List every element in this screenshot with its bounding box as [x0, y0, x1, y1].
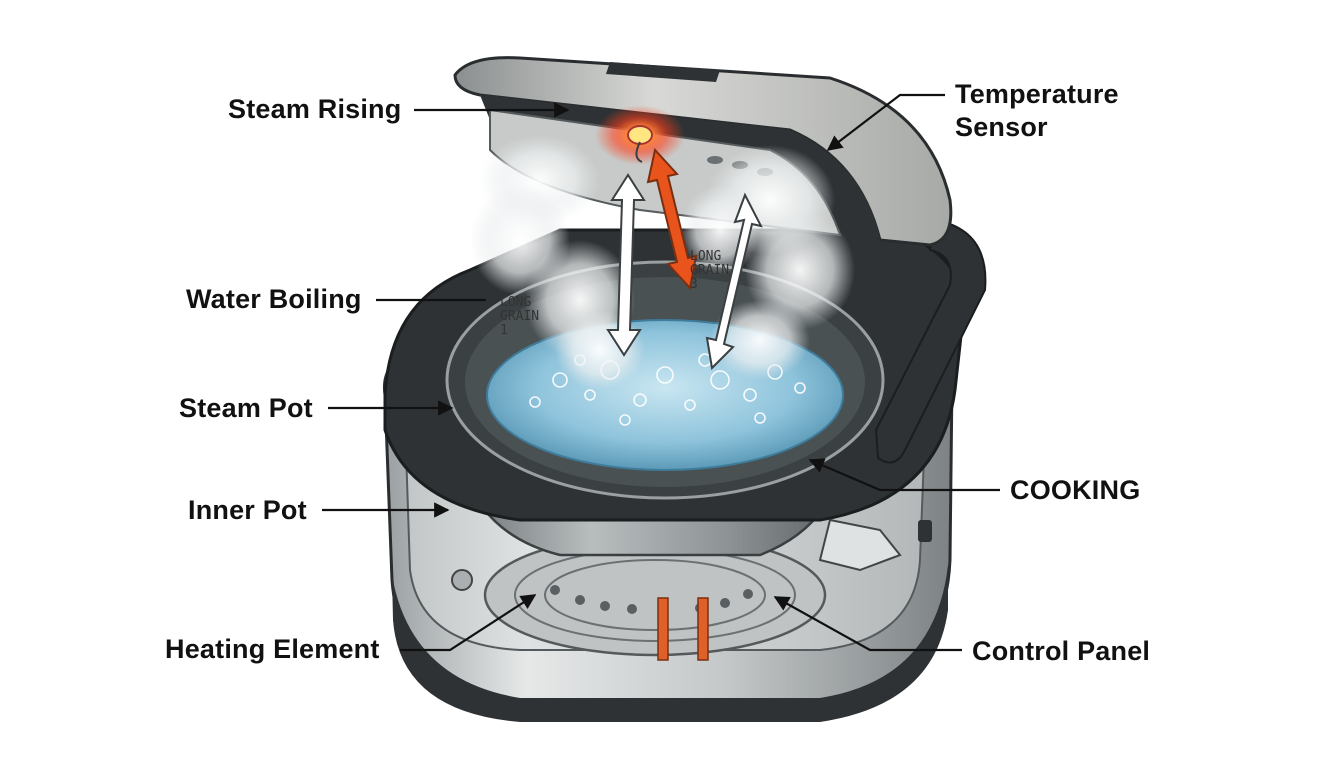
pot-marking-right-1: LONG: [690, 249, 722, 264]
leader-temperature-sensor: [826, 93, 945, 151]
leader-cooking: [808, 458, 1000, 492]
heat-arrow: [646, 147, 698, 291]
pot-marking-right-2: GRAIN: [690, 263, 730, 278]
body-knob: [451, 569, 473, 591]
pot-marking-left-2: GRAIN: [500, 309, 540, 324]
pot-marking-right-3: 3: [690, 277, 698, 292]
leader-heating-element: [400, 594, 537, 652]
temperature-sensor: [627, 125, 653, 145]
label-temperature-sensor: Temperature Sensor: [955, 78, 1119, 144]
label-steam-pot: Steam Pot: [179, 393, 313, 423]
control-panel-box: [818, 518, 902, 572]
label-cooking: COOKING: [1010, 475, 1141, 505]
pot-marking-left-3: 1: [500, 323, 508, 338]
sensor-probe-wire: [635, 141, 643, 163]
heating-ring-inner: [544, 559, 766, 631]
label-water-boiling: Water Boiling: [186, 284, 362, 314]
label-temperature-sensor-line2: Sensor: [955, 112, 1048, 142]
heating-rod-right: [697, 597, 709, 661]
label-heating-element: Heating Element: [165, 634, 380, 664]
pot-marking-left-1: LONG: [500, 295, 532, 310]
heating-rod-left: [657, 597, 669, 661]
pot-marking-right: LONG GRAIN 3: [690, 250, 729, 292]
label-steam-rising: Steam Rising: [228, 94, 402, 124]
leader-lines: [322, 93, 1000, 652]
lid-vent-slot: [606, 62, 720, 82]
label-inner-pot: Inner Pot: [188, 495, 307, 525]
label-temperature-sensor-line1: Temperature: [955, 79, 1119, 109]
steam-flow-arrows: [606, 173, 763, 371]
pot-marking-left: LONG GRAIN 1: [500, 296, 539, 338]
leader-control-panel: [773, 596, 962, 652]
cooker-handle: [874, 218, 987, 464]
side-switch: [918, 520, 932, 542]
label-control-panel: Control Panel: [972, 636, 1151, 666]
